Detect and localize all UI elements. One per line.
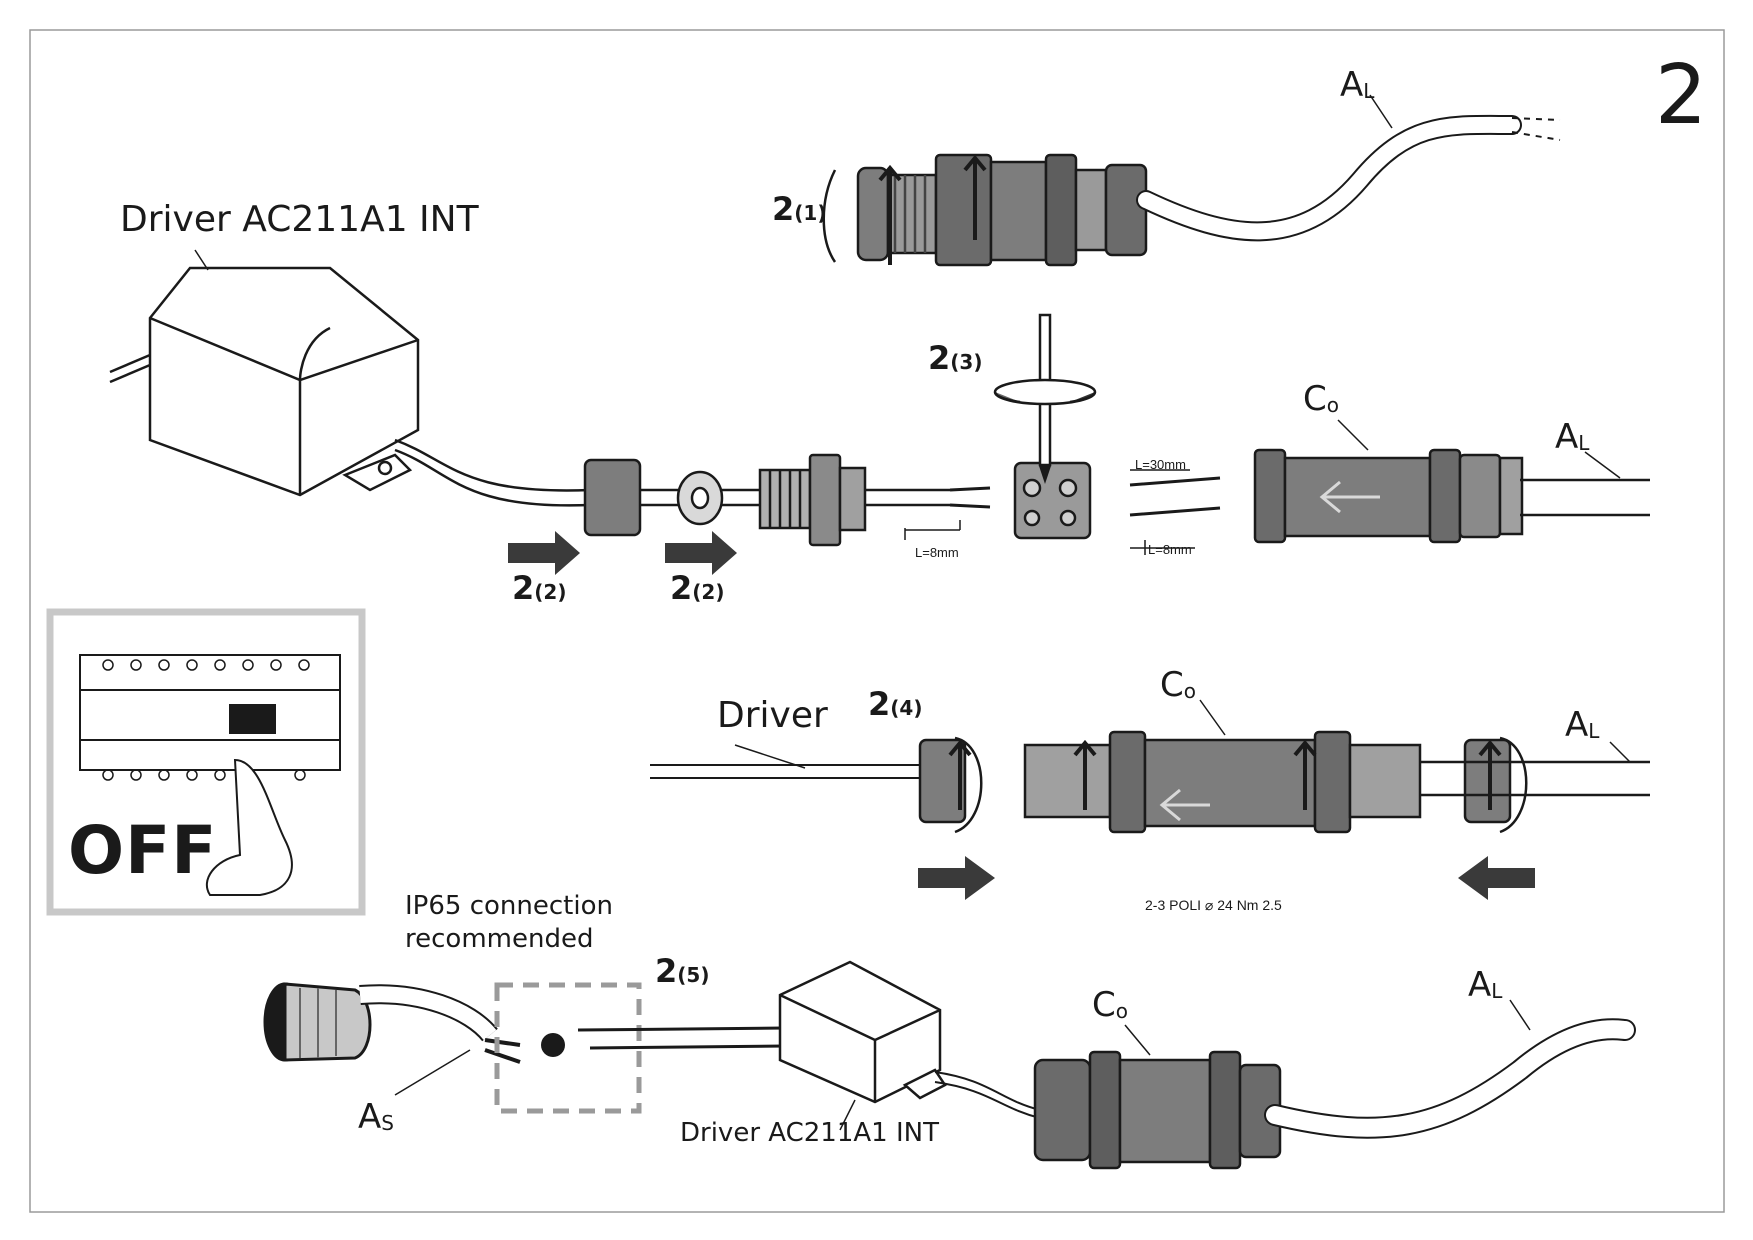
tag-al-row3: AL (1565, 705, 1600, 745)
driver-input-wires-bottom (577, 1026, 786, 1050)
driver-output-wires-bottom (934, 1071, 1041, 1119)
cable-al-row2 (1520, 478, 1650, 517)
page-number: 2 (1655, 48, 1708, 143)
connector-co-row3 (918, 730, 1528, 834)
step-label-2-4: 2(4) (868, 685, 923, 723)
step-label-2-2a: 2(2) (512, 569, 567, 607)
tag-al-mid: AL (1555, 417, 1590, 457)
connector-co-row2 (1253, 448, 1524, 544)
driver-label-top: Driver AC211A1 INT (120, 199, 479, 240)
driver-wires-row3 (650, 764, 920, 779)
tag-co-row3: Co (1160, 665, 1196, 705)
page-frame (29, 29, 1725, 1213)
ip65-junction-dot (541, 1033, 565, 1057)
driver-label-bottom: Driver AC211A1 INT (680, 1118, 939, 1148)
tag-as-bottom: AS (358, 1097, 394, 1137)
driver-label-mid: Driver (717, 695, 828, 736)
arrow-push-2 (665, 531, 737, 575)
tag-co-bottom: Co (1092, 985, 1128, 1025)
arrow-push-3 (918, 856, 995, 900)
ip65-dashed-box (494, 982, 642, 1114)
driver-box-bottom (778, 960, 947, 1104)
connector-co-bottom (1033, 1050, 1282, 1170)
stripped-wires-right (1129, 476, 1221, 517)
cable-al-row3 (1420, 760, 1650, 797)
tag-al-bottom: AL (1468, 965, 1503, 1005)
arrow-push-4 (1458, 856, 1535, 900)
fixture-as (263, 982, 521, 1064)
driver-wires-top (394, 438, 950, 492)
strip-length-8mm-a: L=8mm (915, 545, 959, 560)
step-label-2-3: 2(3) (928, 339, 983, 377)
strip-length-8mm-b: L=8mm (1148, 542, 1192, 557)
torque-note: 2-3 POLI ⌀ 24 Nm 2.5 (1145, 897, 1282, 913)
step-label-2-1: 2(1) (772, 190, 827, 228)
arrow-push-1 (508, 531, 580, 575)
stripped-wire-ends (949, 486, 991, 509)
gland-assembly-top (822, 153, 1148, 267)
tag-al-top: AL (1340, 65, 1375, 105)
strip-length-30mm: L=30mm (1135, 457, 1186, 472)
off-label: OFF (68, 812, 218, 889)
breaker-rail (79, 654, 341, 896)
breaker-screws (102, 659, 310, 781)
terminal-block (993, 313, 1097, 540)
ip65-note: IP65 connection recommended (405, 891, 613, 954)
step-label-2-5: 2(5) (655, 952, 710, 990)
tag-co-mid: Co (1303, 379, 1339, 419)
step-label-2-2b: 2(2) (670, 569, 725, 607)
driver-box-top (109, 266, 420, 497)
gland-exploded-row2 (583, 453, 867, 547)
